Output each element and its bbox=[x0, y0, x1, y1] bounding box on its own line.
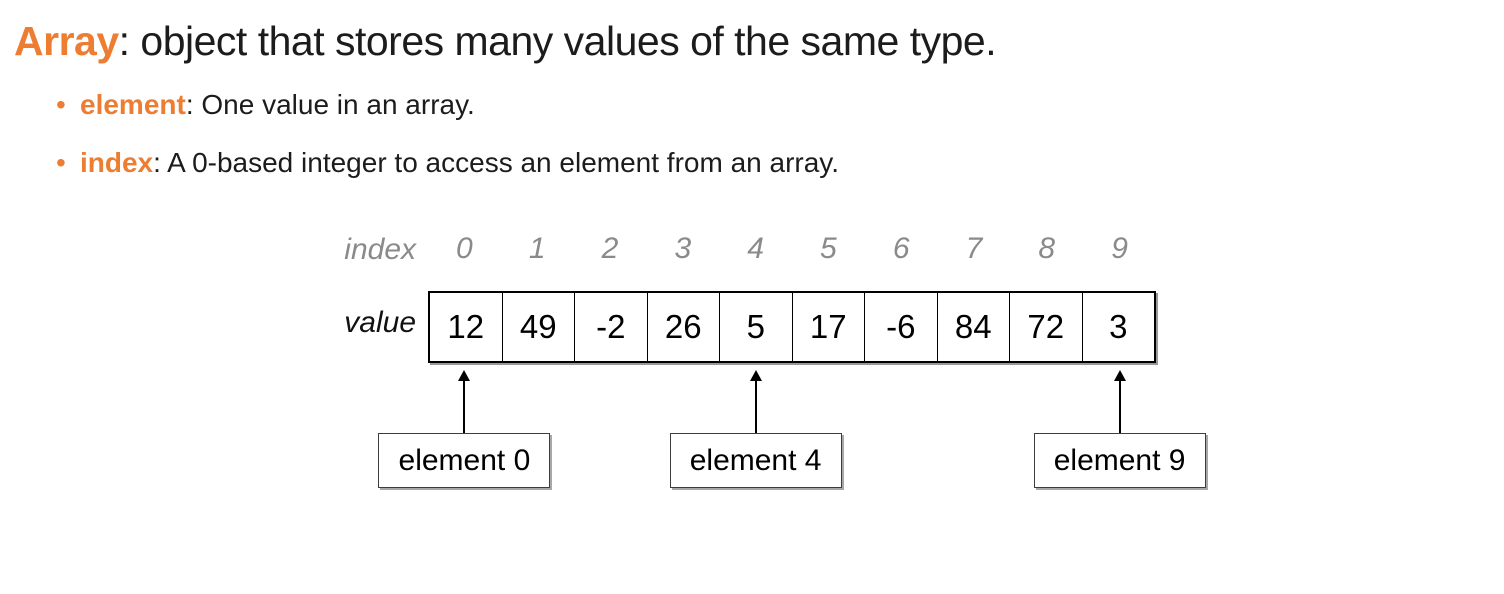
index-number: 8 bbox=[1038, 232, 1056, 265]
index-number: 0 bbox=[456, 232, 473, 265]
callout-arrow-icon bbox=[1113, 370, 1127, 433]
callout-label: element 0 bbox=[398, 443, 531, 477]
array-cell: 3 bbox=[1109, 308, 1128, 345]
arrow-up-icon bbox=[1113, 370, 1126, 381]
callout-arrow-icon bbox=[749, 370, 763, 433]
index-number: 9 bbox=[1111, 232, 1128, 265]
callout-arrow-icon bbox=[457, 370, 471, 433]
arrow-up-icon bbox=[458, 370, 471, 381]
array-cell: 5 bbox=[720, 293, 793, 361]
array-cell: 49 bbox=[503, 293, 575, 361]
bullet-term: index bbox=[80, 147, 154, 178]
array-cell: 12 bbox=[430, 293, 503, 361]
bullet-term: element bbox=[80, 89, 186, 120]
bullet-text: : One value in an array. bbox=[185, 89, 475, 120]
index-row-label: index bbox=[344, 233, 416, 266]
index-number: 5 bbox=[820, 232, 837, 265]
index-number: 7 bbox=[965, 232, 983, 265]
array-cell: -2 bbox=[575, 293, 648, 361]
bullet-item-element: • element: One value in an array. bbox=[56, 86, 475, 124]
array-cell: 72 bbox=[1010, 293, 1083, 361]
index-number: 2 bbox=[601, 232, 619, 265]
bullet-icon: • bbox=[56, 147, 66, 178]
bullet-icon: • bbox=[56, 89, 66, 120]
arrow-shaft bbox=[754, 379, 757, 433]
index-number: 6 bbox=[892, 232, 910, 265]
index-row: 0 1 2 3 4 5 6 7 8 9 bbox=[428, 232, 1156, 266]
arrow-shaft bbox=[463, 379, 466, 433]
callout-label: element 9 bbox=[1053, 443, 1186, 477]
title-term: Array bbox=[14, 18, 119, 64]
page-title: Array: object that stores many values of… bbox=[14, 16, 997, 67]
arrow-up-icon bbox=[749, 370, 762, 381]
callout-box: element 9 bbox=[1033, 433, 1206, 488]
title-text: : object that stores many values of the … bbox=[118, 18, 997, 64]
array-cell: -6 bbox=[865, 293, 938, 361]
bullet-text: : A 0-based integer to access an element… bbox=[153, 147, 839, 178]
array-cell: 17 bbox=[793, 293, 865, 361]
callout-box: element 4 bbox=[669, 433, 842, 488]
index-number: 3 bbox=[674, 232, 692, 265]
index-number: 4 bbox=[747, 232, 764, 265]
arrow-shaft bbox=[1118, 379, 1121, 433]
array-cell: 26 bbox=[648, 293, 720, 361]
callout-label: element 4 bbox=[689, 443, 822, 477]
array-cell: 84 bbox=[938, 293, 1010, 361]
callout-box: element 0 bbox=[378, 433, 551, 488]
index-number: 1 bbox=[528, 232, 546, 265]
bullet-item-index: • index: A 0-based integer to access an e… bbox=[56, 144, 839, 182]
value-row-label: value bbox=[344, 306, 416, 339]
